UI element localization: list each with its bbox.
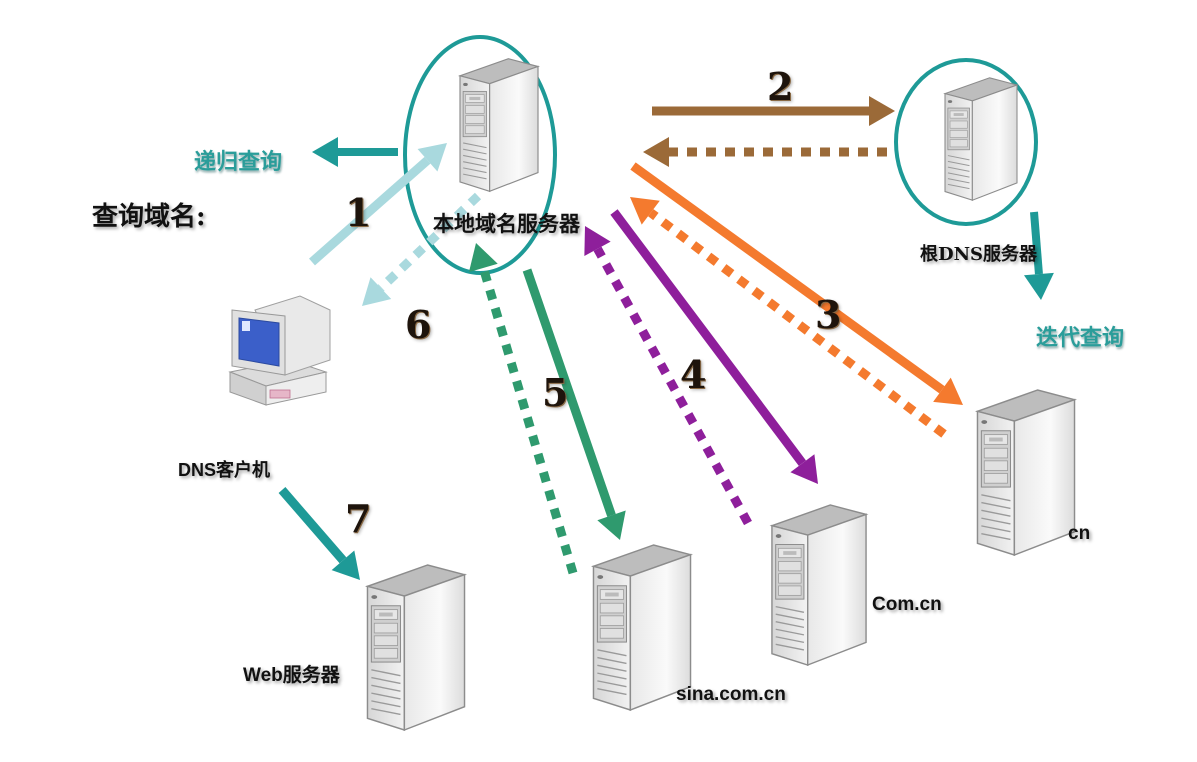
- step-6-dotted-arrow-local-dns-to-dns-client-head: [362, 277, 392, 306]
- step-1-solid-arrow-dns-client-to-local-dns-head: [417, 143, 447, 172]
- step-2-dotted-arrow-root-dns-to-local-dns-head: [643, 137, 669, 167]
- step-2-dotted-arrow-root-dns-to-local-dns: [643, 137, 887, 167]
- sina-label: sina.com.cn: [676, 684, 786, 705]
- step-5-dotted-arrow-sina-to-local-dns-head: [468, 243, 498, 273]
- step-5-solid-arrow-local-dns-to-sina: [522, 268, 626, 540]
- step-3-solid-arrow-local-dns-to-cn-shaft: [630, 162, 945, 394]
- query-domain-label: 查询域名:: [92, 202, 206, 232]
- cn-label: cn: [1068, 523, 1091, 544]
- step-4-solid-arrow-local-dns-to-com-cn: [610, 209, 818, 484]
- root-dns-server-icon[interactable]: [944, 77, 1018, 201]
- root-dns-label: 根DNS服务器: [920, 244, 1038, 265]
- cn-server-icon[interactable]: [976, 389, 1076, 556]
- step-5-dotted-arrow-sina-to-local-dns: [468, 243, 578, 575]
- iterative-query-arrow-head: [1023, 272, 1054, 300]
- web-server-icon[interactable]: [366, 564, 466, 731]
- step-3-solid-arrow-local-dns-to-cn-head: [933, 377, 963, 405]
- step-4-dotted-arrow-com-cn-to-local-dns-head: [584, 226, 611, 257]
- step-3-label: 3: [815, 292, 842, 337]
- step-3-solid-arrow-local-dns-to-cn: [630, 162, 963, 405]
- step-2-solid-arrow-local-dns-to-root-dns-head: [869, 96, 895, 126]
- step-1-solid-arrow-dns-client-to-local-dns: [309, 143, 447, 266]
- step-4-solid-arrow-local-dns-to-com-cn-head: [790, 454, 818, 484]
- recursive-query-label: 递归查询: [194, 149, 283, 175]
- step-5-label: 5: [542, 370, 569, 415]
- step-5-solid-arrow-local-dns-to-sina-shaft: [522, 268, 616, 517]
- step-6-dotted-arrow-local-dns-to-dns-client-shaft: [377, 192, 482, 292]
- step-2-label: 2: [767, 64, 794, 109]
- step-1-solid-arrow-dns-client-to-local-dns-shaft: [309, 156, 431, 266]
- step-4-dotted-arrow-com-cn-to-local-dns-shaft: [593, 246, 752, 526]
- local-dns-server-icon[interactable]: [459, 57, 539, 193]
- recursive-query-arrow: [312, 137, 398, 167]
- step-2-solid-arrow-local-dns-to-root-dns: [652, 96, 895, 126]
- step-7-solid-arrow-dns-client-to-web-shaft: [278, 487, 347, 564]
- step-7-solid-arrow-dns-client-to-web-head: [331, 550, 360, 580]
- comcn-server-icon[interactable]: [771, 504, 867, 666]
- step-4-label: 4: [680, 352, 707, 397]
- iterative-query-arrow: [1023, 211, 1054, 300]
- dns-client-label: DNS客户机: [178, 460, 271, 480]
- recursive-query-arrow-head: [312, 137, 338, 167]
- local-dns-label: 本地域名服务器: [433, 211, 580, 236]
- step-7-solid-arrow-dns-client-to-web: [278, 487, 360, 580]
- step-5-solid-arrow-local-dns-to-sina-head: [597, 510, 626, 540]
- step-3-dotted-arrow-cn-to-local-dns-shaft: [648, 209, 947, 438]
- step-7-label: 7: [345, 496, 372, 541]
- step-6-dotted-arrow-local-dns-to-dns-client: [362, 192, 482, 306]
- root-dns-highlight-ring: [894, 58, 1038, 226]
- comcn-label: Com.cn: [872, 594, 942, 615]
- step-4-solid-arrow-local-dns-to-com-cn-shaft: [610, 209, 807, 466]
- step-6-label: 6: [405, 302, 432, 347]
- local-dns-highlight-ring: [403, 35, 557, 275]
- step-3-dotted-arrow-cn-to-local-dns-head: [630, 197, 660, 225]
- step-3-dotted-arrow-cn-to-local-dns: [630, 197, 947, 438]
- dns-client-computer-icon[interactable]: [228, 295, 331, 406]
- web-server-label: Web服务器: [243, 665, 340, 686]
- step-1-label: 1: [345, 190, 372, 235]
- iterative-query-arrow-shaft: [1030, 211, 1043, 275]
- step-4-dotted-arrow-com-cn-to-local-dns: [584, 226, 752, 526]
- step-5-dotted-arrow-sina-to-local-dns-shaft: [479, 266, 578, 575]
- iterative-query-label: 迭代查询: [1036, 325, 1125, 351]
